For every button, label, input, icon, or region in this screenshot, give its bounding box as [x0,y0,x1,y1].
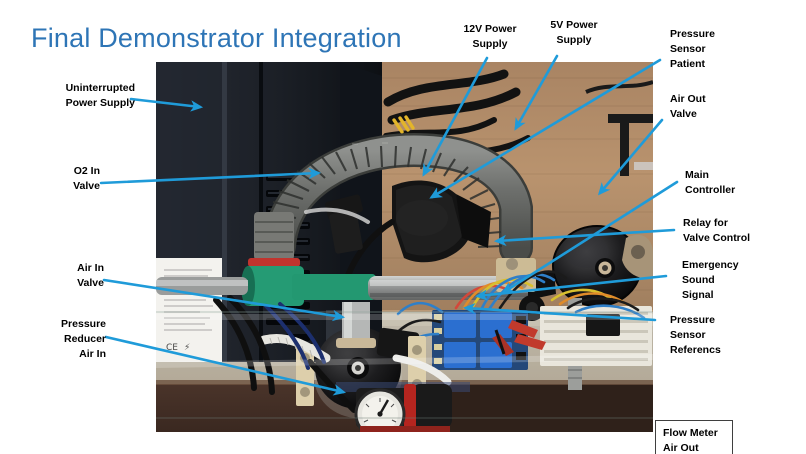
callout-5v-power-supply: 5V Power Supply [550,19,598,46]
demonstrator-photo: CE ⚡ [156,62,653,432]
svg-text:CE: CE [166,343,178,353]
callout-uninterrupted-power-supply: Uninterrupted Power Supply [65,82,135,109]
callout-main-controller: Main Controller [685,169,736,196]
callout-12v-power-supply: 12V Power Supply [463,23,517,50]
photo-illustration: CE ⚡ [156,62,653,432]
callout-air-in-valve: Air In Valve [77,262,104,289]
callout-o2-in-valve: O2 In Valve [73,165,100,192]
callout-box-flow-meter-air-out: Flow Meter Air Out [655,420,733,454]
svg-text:⚡: ⚡ [184,343,190,353]
page-title: Final Demonstrator Integration [31,23,402,53]
callout-relay-for-valve-control: Relay for Valve Control [683,217,751,244]
callout-air-out-valve: Air Out Valve [670,93,706,120]
callout-pressure-reducer-air-in: Pressure Reducer Air In [61,318,106,360]
callout-pressure-sensor-reference: Pressure Sensor Referencs [670,314,721,356]
callout-flow-meter-air-out: Flow Meter Air Out [663,427,718,454]
callout-pressure-sensor-patient: Pressure Sensor Patient [670,28,715,70]
callout-emergency-sound-signal: Emergency Sound Signal [682,259,739,301]
